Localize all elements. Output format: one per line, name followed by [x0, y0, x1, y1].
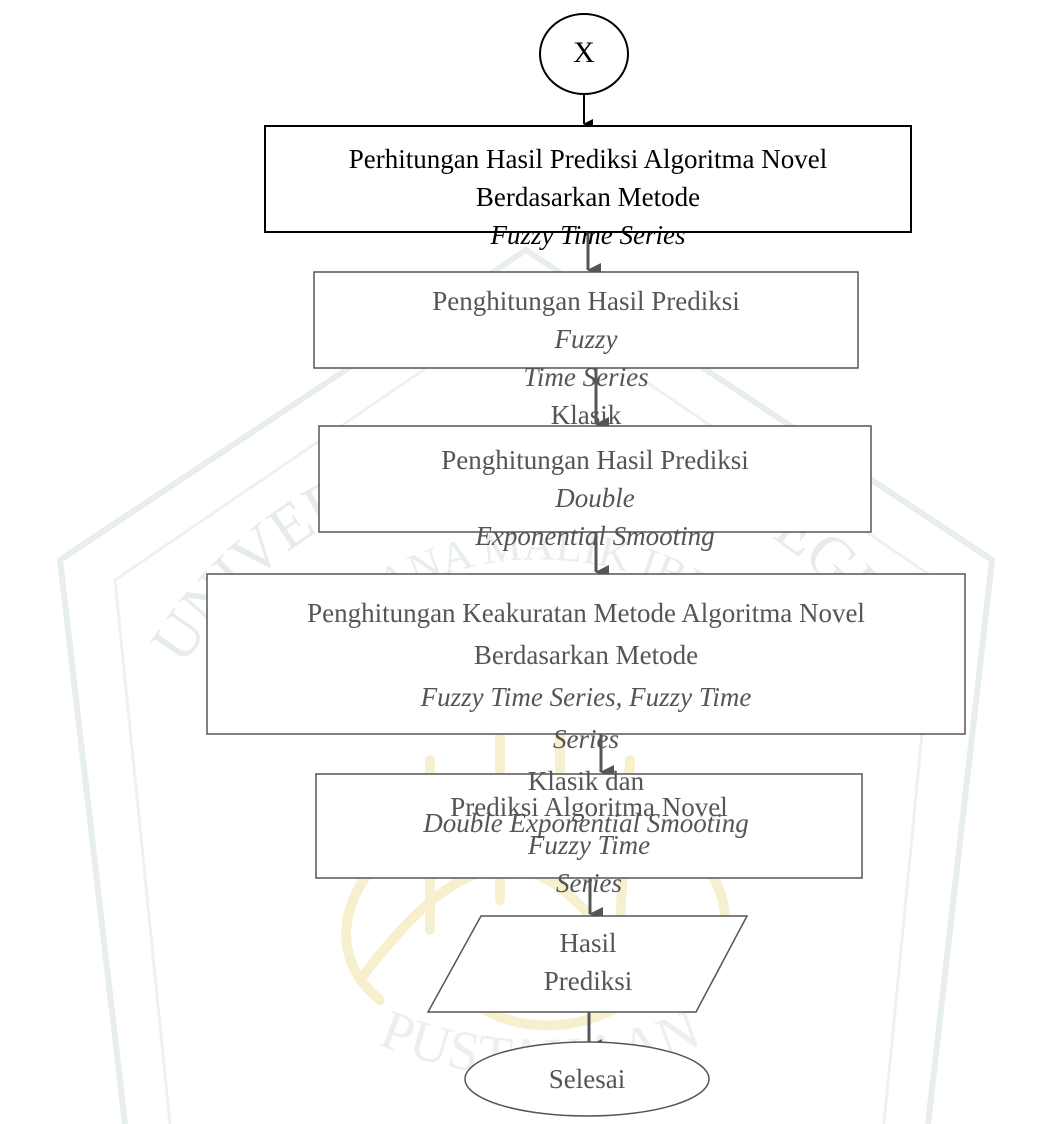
step-4-text: Penghitungan Keakuratan Metode Algoritma…	[307, 598, 865, 838]
step-1-text: Perhitungan Hasil Prediksi Algoritma Nov…	[348, 144, 828, 250]
step-3-text: Penghitungan Hasil Prediksi Double Expon…	[441, 445, 749, 551]
connector-x-label: X	[573, 36, 595, 69]
step-5-box	[315, 773, 863, 879]
output-text: Hasil Prediksi	[543, 928, 633, 996]
terminator-text: Selesai	[548, 1064, 626, 1094]
watermark-shield	[56, 246, 996, 1124]
step-4-box	[206, 573, 966, 735]
step-5-text: Prediksi Algoritma Novel Fuzzy Time Seri…	[450, 792, 728, 898]
step-2-text: Penghitungan Hasil Prediksi Fuzzy Time S…	[432, 286, 740, 430]
step-2-box	[313, 271, 859, 369]
step-1-box	[264, 125, 912, 233]
terminator-ellipse	[464, 1041, 710, 1117]
output-parallelogram	[426, 915, 749, 1013]
